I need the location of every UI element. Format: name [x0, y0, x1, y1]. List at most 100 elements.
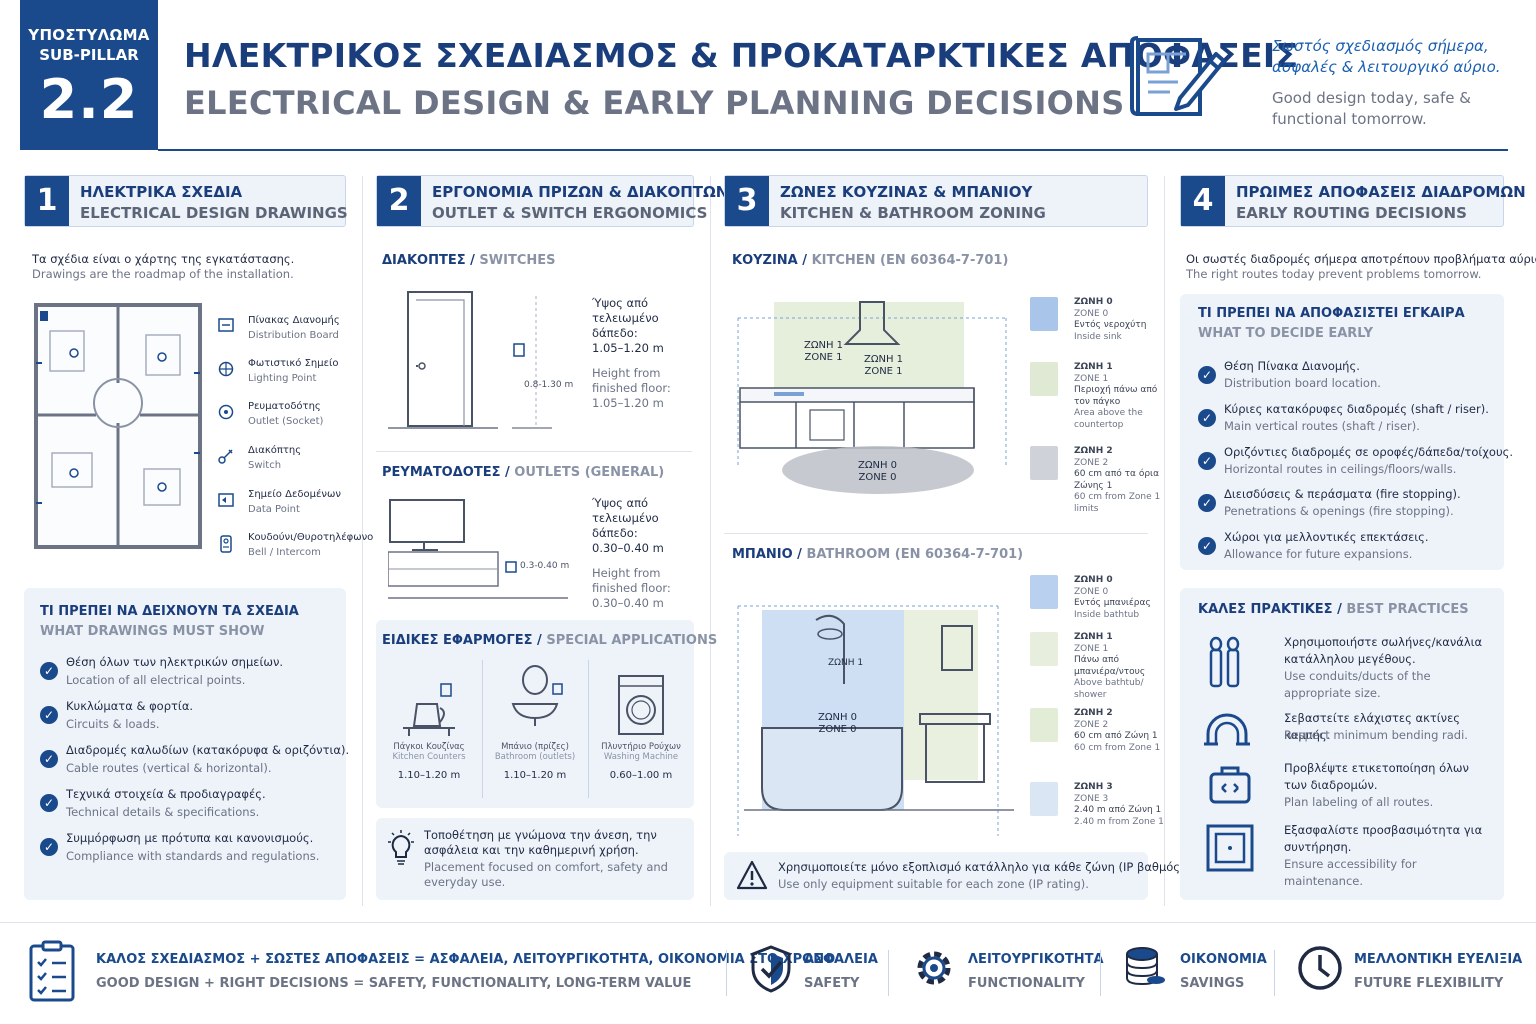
checklist-icon — [29, 940, 75, 1002]
footer-safety-en: SAFETY — [804, 976, 860, 991]
distribution-board-icon — [218, 318, 234, 332]
coins-icon — [1126, 947, 1165, 986]
panel3-title-gr: ΖΩΝΕΣ ΚΟΥΖΙΝΑΣ & ΜΠΑΝΙΟΥ — [780, 183, 1033, 201]
decide-early-box: ΤΙ ΠΡΕΠΕΙ ΝΑ ΑΠΟΦΑΣΙΣΤΕΙ ΕΓΚΑΙΡΑ WHAT TO… — [1180, 294, 1513, 570]
column-divider — [362, 176, 363, 906]
kitchen-zone1-label-left: ΖΩΝΗ 1 ZONE 1 — [804, 340, 844, 363]
footer-safety-gr: ΑΣΦΑΛΕΙΑ — [804, 952, 878, 967]
gear-icon — [917, 951, 951, 985]
zone-swatch — [1030, 446, 1058, 480]
label-tag-icon — [1209, 766, 1251, 804]
header-divider — [158, 149, 1508, 151]
switch-icon — [218, 449, 233, 464]
panel4-intro-en: The right routes today prevent problems … — [1186, 267, 1482, 281]
blueprint-pencil-icon — [1128, 28, 1228, 128]
must-show-title-gr: ΤΙ ΠΡΕΠΕΙ ΝΑ ΔΕΙΧΝΟΥΝ ΤΑ ΣΧΕΔΙΑ — [40, 604, 299, 619]
panel1-title-gr: ΗΛΕΚΤΡΙΚΑ ΣΧΕΔΙΑ — [80, 183, 243, 201]
check-icon: ✓ — [40, 706, 58, 724]
tagline-en: Good design today, safe & functional tom… — [1272, 89, 1471, 128]
ip-rating-warning: Χρησιμοποιείτε μόνο εξοπλισμό κατάλληλο … — [724, 852, 1188, 900]
panel3-number: 3 — [725, 176, 769, 226]
bathroom-zoning-drawing: ΖΩΝΗ 1 ΖΩΝΗ 0 ZONE 0 — [734, 580, 1024, 842]
lighting-point-icon — [218, 361, 234, 377]
shield-check-icon — [751, 945, 791, 993]
clock-icon — [1298, 946, 1342, 990]
section-divider — [376, 451, 692, 452]
sub-pillar-badge: ΥΠΟΣΤΥΛΩΜΑ SUB-PILLAR 2.2 — [20, 0, 158, 150]
panel4-title-en: EARLY ROUTING DECISIONS — [1236, 204, 1467, 222]
decide-title-en: WHAT TO DECIDE EARLY — [1198, 326, 1373, 341]
zone-swatch — [1030, 575, 1058, 609]
panel1-number: 1 — [25, 176, 69, 226]
zone-swatch — [1030, 362, 1058, 396]
floor-plan-drawing — [34, 303, 202, 549]
check-icon: ✓ — [1198, 409, 1216, 427]
footer-flexibility-gr: ΜΕΛΛΟΝΤΙΚΗ ΕΥΕΛΙΞΙΑ — [1354, 952, 1523, 967]
footer-flexibility-en: FUTURE FLEXIBILITY — [1354, 976, 1504, 991]
zone-swatch — [1030, 708, 1058, 742]
panel2-title-en: OUTLET & SWITCH ERGONOMICS — [432, 204, 708, 222]
footer-savings-gr: ΟΙΚΟΝΟΜΙΑ — [1180, 952, 1267, 967]
special-applications-box: ΕΙΔΙΚΕΣ ΕΦΑΡΜΟΓΕΣ / SPECIAL APPLICATIONS… — [376, 620, 717, 808]
panel2-title-gr: ΕΡΓΟΝΟΜΙΑ ΠΡΙΖΩΝ & ΔΙΑΚΟΠΤΩΝ — [432, 183, 729, 201]
footer-motto-gr: ΚΑΛΟΣ ΣΧΕΔΙΑΣΜΟΣ + ΣΩΣΤΕΣ ΑΠΟΦΑΣΕΙΣ = ΑΣ… — [96, 952, 836, 967]
special-heading: ΕΙΔΙΚΕΣ ΕΦΑΡΜΟΓΕΣ / SPECIAL APPLICATIONS — [382, 633, 718, 648]
must-show-title-en: WHAT DRAWINGS MUST SHOW — [40, 624, 265, 639]
lightbulb-icon — [388, 830, 414, 865]
check-icon: ✓ — [1198, 452, 1216, 470]
special-item: Πλυντήριο Ρούχων Washing Machine 0.60–1.… — [588, 660, 694, 800]
check-icon: ✓ — [1198, 494, 1216, 512]
panel4-title-gr: ΠΡΩΙΜΕΣ ΑΠΟΦΑΣΕΙΣ ΔΙΑΔΡΟΜΩΝ — [1236, 183, 1526, 201]
panel2-number: 2 — [377, 176, 421, 226]
must-show-box: ΤΙ ΠΡΕΠΕΙ ΝΑ ΔΕΙΧΝΟΥΝ ΤΑ ΣΧΕΔΙΑ WHAT DRA… — [24, 588, 349, 900]
outlets-heading: ΡΕΥΜΑΤΟΔΟΤΕΣ / OUTLETS (GENERAL) — [382, 465, 665, 480]
washbasin-icon — [511, 665, 563, 726]
switch-dimension-label: 0.8-1.30 m — [524, 380, 574, 390]
panel1-intro-en: Drawings are the roadmap of the installa… — [32, 267, 294, 281]
badge-line1: ΥΠΟΣΤΥΛΩΜΑ — [28, 26, 150, 44]
bathroom-zone1-label: ΖΩΝΗ 1 — [828, 658, 864, 668]
bathroom-zone0-label: ΖΩΝΗ 0 ZONE 0 — [818, 712, 858, 735]
page-title-gr: ΗΛΕΚΤΡΙΚΟΣ ΣΧΕΔΙΑΣΜΟΣ & ΠΡΟΚΑΤΑΡΚΤΙΚΕΣ Α… — [184, 36, 1299, 75]
panel4-header: 4 ΠΡΩΙΜΕΣ ΑΠΟΦΑΣΕΙΣ ΔΙΑΔΡΟΜΩΝ EARLY ROUT… — [1180, 175, 1526, 227]
special-item: Μπάνιο (πρίζες) Bathroom (outlets) 1.10–… — [482, 660, 588, 800]
panel3-header: 3 ΖΩΝΕΣ ΚΟΥΖΙΝΑΣ & ΜΠΑΝΙΟΥ KITCHEN & BAT… — [724, 175, 1148, 227]
footer-functionality-gr: ΛΕΙΤΟΥΡΓΙΚΟΤΗΤΑ — [968, 952, 1104, 967]
kitchen-zone1-label-center: ΖΩΝΗ 1 ZONE 1 — [864, 354, 904, 377]
washing-machine-icon — [618, 675, 664, 735]
zone-swatch — [1030, 297, 1058, 331]
check-icon: ✓ — [40, 838, 58, 856]
check-icon: ✓ — [40, 750, 58, 768]
switch-height-text: Ύψος από τελειωμένο δάπεδο: 1.05–1.20 m … — [592, 296, 671, 410]
check-icon: ✓ — [1198, 537, 1216, 555]
panel1-header: 1 ΗΛΕΚΤΡΙΚΑ ΣΧΕΔΙΑ ELECTRICAL DESIGN DRA… — [24, 175, 348, 227]
check-icon: ✓ — [40, 662, 58, 680]
footer-functionality-en: FUNCTIONALITY — [968, 976, 1085, 991]
kitchen-zoning-drawing: ΖΩΝΗ 1 ZONE 1 ΖΩΝΗ 1 ZONE 1 ΖΩΝΗ 0 ZONE … — [734, 288, 1014, 518]
switches-heading: ΔΙΑΚΟΠΤΕΣ / SWITCHES — [382, 253, 556, 268]
column-divider — [710, 176, 711, 906]
best-practices-box: ΚΑΛΕΣ ΠΡΑΚΤΙΚΕΣ / BEST PRACTICES Χρησιμο… — [1180, 588, 1504, 900]
panel1-title-en: ELECTRICAL DESIGN DRAWINGS — [80, 204, 348, 222]
outlet-height-text: Ύψος από τελειωμένο δάπεδο: 0.30–0.40 m … — [592, 496, 671, 610]
badge-number: 2.2 — [39, 68, 139, 131]
zone-swatch — [1030, 782, 1058, 816]
badge-line2: SUB-PILLAR — [39, 46, 139, 64]
outlet-icon — [218, 404, 234, 420]
switch-height-drawing: 0.8-1.30 m — [388, 286, 573, 436]
data-point-icon — [218, 493, 234, 507]
outlet-height-drawing: 0.3-0.40 m — [387, 494, 578, 604]
column-divider — [1164, 176, 1165, 906]
kitchen-zone0-label: ΖΩΝΗ 0 ZONE 0 — [858, 460, 898, 483]
conduits-icon — [1209, 636, 1240, 688]
footer-divider — [0, 922, 1536, 923]
check-icon: ✓ — [1198, 366, 1216, 384]
section-divider — [724, 533, 1148, 534]
bell-intercom-icon — [220, 535, 232, 553]
panel1-intro-gr: Τα σχέδια είναι ο χάρτης της εγκατάσταση… — [32, 252, 295, 266]
panel4-number: 4 — [1181, 176, 1225, 226]
kettle-icon — [403, 683, 455, 736]
bending-radius-icon — [1204, 713, 1250, 746]
best-practices-heading: ΚΑΛΕΣ ΠΡΑΚΤΙΚΕΣ / BEST PRACTICES — [1198, 602, 1469, 617]
zone-swatch — [1030, 632, 1058, 666]
